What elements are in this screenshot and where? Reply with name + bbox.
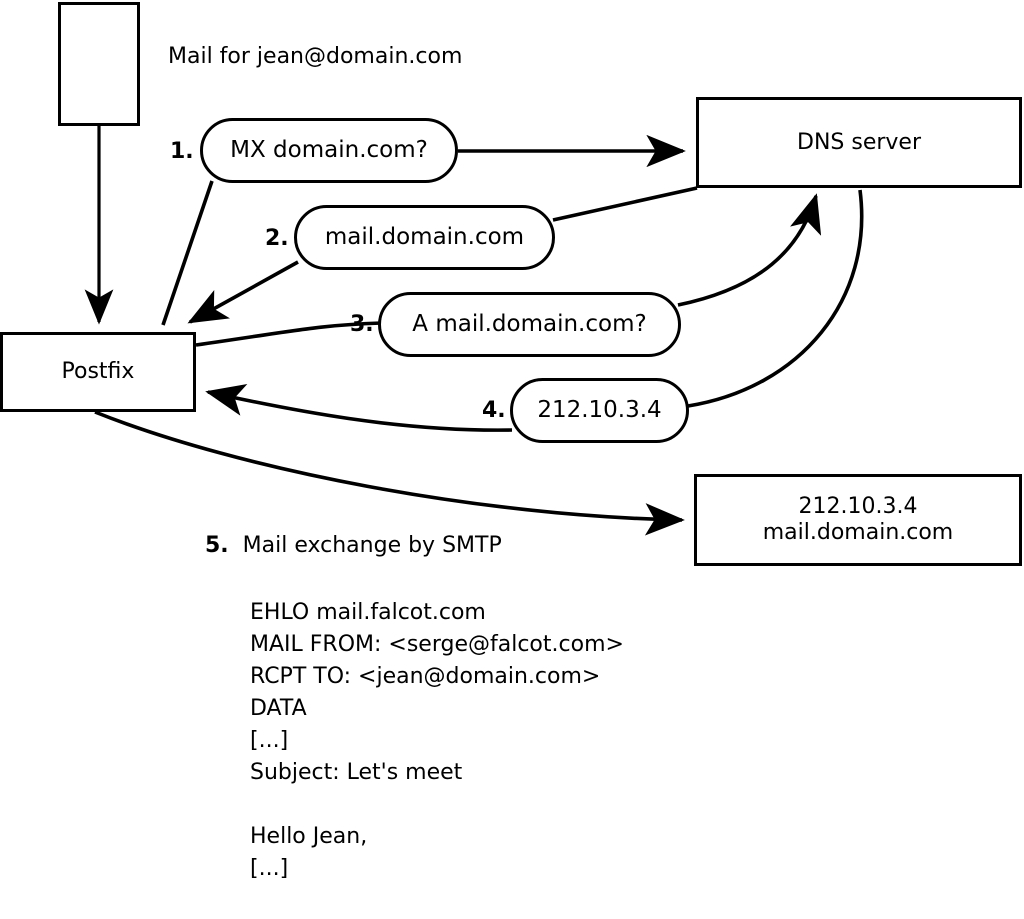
edge-dns-to-step4 — [687, 189, 864, 408]
smtp-transcript: EHLO mail.falcot.com MAIL FROM: <serge@f… — [250, 597, 624, 919]
smtp-line: [...] — [250, 728, 289, 753]
mail-for-label: Mail for jean@domain.com — [168, 44, 463, 69]
mail-server-hostname: mail.domain.com — [762, 520, 954, 545]
postfix-box-label: Postfix — [61, 359, 135, 385]
mail-server-ip: 212.10.3.4 — [798, 494, 918, 520]
step-5-row: 5. Mail exchange by SMTP — [205, 533, 502, 558]
edge-postfix-to-mailserver — [94, 410, 685, 536]
smtp-line: EHLO mail.falcot.com — [250, 600, 486, 625]
step-4-label: 212.10.3.4 — [537, 397, 662, 423]
smtp-line: Hello Jean, — [250, 824, 368, 849]
step-3-label: A mail.domain.com? — [412, 311, 647, 337]
dns-server-box[interactable]: DNS server — [696, 97, 1022, 188]
edge-step4-to-postfix — [205, 384, 513, 432]
step-4-number: 4. — [482, 398, 506, 423]
edge-postfix-to-step1 — [161, 180, 214, 326]
smtp-line: RCPT TO: <jean@domain.com> — [250, 664, 601, 689]
step-5-number: 5. — [205, 533, 229, 558]
edge-postfix-to-step3 — [195, 321, 383, 347]
smtp-line: MAIL FROM: <serge@falcot.com> — [250, 632, 624, 657]
smtp-line: Subject: Let's meet — [250, 760, 463, 785]
edge-dns-to-step2 — [552, 186, 698, 222]
step-2-label: mail.domain.com — [324, 224, 525, 250]
edge-step3-to-dns — [677, 193, 822, 307]
step-1-label: MX domain.com? — [230, 137, 428, 163]
client-box[interactable] — [58, 2, 140, 126]
edge-step2-to-postfix — [187, 260, 299, 324]
step-3-number: 3. — [350, 312, 374, 337]
step-2-number: 2. — [265, 226, 289, 251]
mail-server-box[interactable]: 212.10.3.4 mail.domain.com — [694, 474, 1022, 566]
smtp-line — [250, 789, 624, 821]
postfix-box[interactable]: Postfix — [0, 332, 196, 412]
step-3-bubble[interactable]: A mail.domain.com? — [378, 292, 681, 357]
step-5-label: Mail exchange by SMTP — [242, 533, 502, 558]
step-1-number: 1. — [170, 139, 194, 164]
dns-server-box-label: DNS server — [797, 129, 921, 155]
smtp-line: DATA — [250, 696, 307, 721]
smtp-line: [...] — [250, 856, 289, 881]
step-2-bubble[interactable]: mail.domain.com — [294, 205, 555, 270]
step-4-bubble[interactable]: 212.10.3.4 — [510, 378, 689, 443]
smtp-line — [250, 885, 624, 917]
step-1-bubble[interactable]: MX domain.com? — [200, 118, 458, 183]
